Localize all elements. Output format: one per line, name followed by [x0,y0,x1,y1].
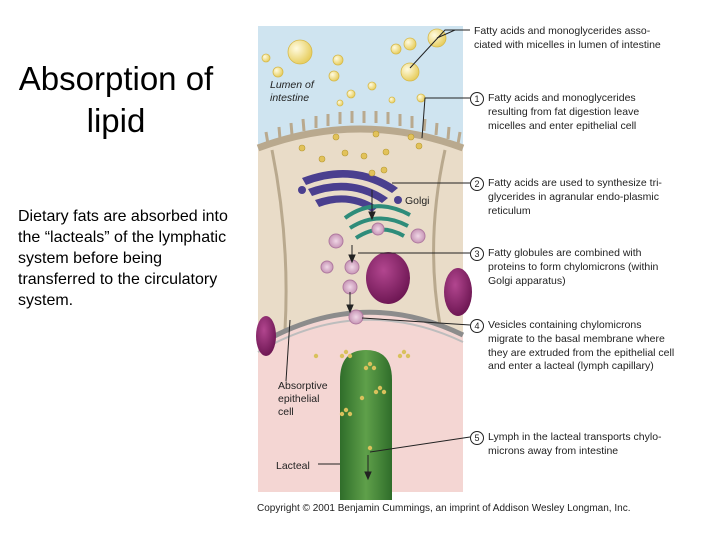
cell-border-left [270,149,288,331]
epithelial-label: Absorptive [278,380,328,392]
nucleus-icon [444,268,472,316]
lumen-label-2: intestine [270,92,309,104]
nucleus-icon [256,316,276,356]
step-number-badge: 4 [470,319,484,333]
step-number-badge: 1 [470,92,484,106]
step-2: 2 Fatty acids are used to synthesize tri-… [470,177,662,218]
step-line: Vesicles containing chylomicrons [488,319,642,331]
step-1: 1 Fatty acids and monoglycerides resultin… [470,92,639,133]
step-line: Fatty acids are used to synthesize tri- [488,177,662,189]
step-line: Fatty globules are combined with [488,247,642,259]
chylomicron-clusters-icon [313,349,411,451]
flow-arrows [346,190,376,481]
step-number-badge: 2 [470,177,484,191]
lacteal-icon [340,350,392,500]
step-line: Fatty acids and monoglycerides [488,92,636,104]
golgi-label: Golgi [405,195,430,207]
step-number-badge: 5 [470,431,484,445]
step-line: proteins to form chylomicrons (within [488,261,659,273]
step-line: reticulum [488,204,531,217]
top-note-line: Fatty acids and monoglycerides asso- [474,25,651,37]
microvilli [264,111,462,145]
step-line: glycerides in agranular endo-plasmic [488,191,660,203]
cytoplasm-droplets-icon [298,130,423,177]
epithelial-label-3: cell [278,406,294,418]
top-note: Fatty acids and monoglycerides asso- cia… [474,25,661,52]
slide-body-text: Dietary fats are absorbed into the “lact… [18,208,228,309]
step-line: Lymph in the lacteal transports chylo- [488,431,662,443]
step-line: resulting from fat digestion leave [488,106,640,118]
nucleus-icon [366,252,410,304]
step-line: micelles and enter epithelial cell [488,119,637,132]
step-line: they are extruded from the epithelial ce… [488,346,675,359]
step-line: Golgi apparatus) [488,274,566,287]
lacteal-label: Lacteal [276,460,310,472]
microvilli-border [256,125,465,152]
epithelial-label-2: epithelial [278,393,319,405]
step-3: 3 Fatty globules are combined with protei… [470,247,658,288]
step-line: and enter a lacteal (lymph capillary) [488,360,654,372]
cell-border-right [432,149,447,326]
lumen-label: Lumen of [270,79,315,91]
step-line: migrate to the basal membrane where [488,333,665,345]
copyright-notice: Copyright © 2001 Benjamin Cummings, an i… [257,503,631,514]
step-4: 4 Vesicles containing chylomicrons migrat… [470,319,674,374]
golgi-icon [298,170,402,212]
fat-droplets-icon [261,28,447,107]
vesicles-icon [320,222,426,325]
slide-title: Absorption of lipid [18,60,214,139]
step-number-badge: 3 [470,247,484,261]
step-line: microns away from intestine [488,445,619,457]
top-note-line: ciated with micelles in lumen of intesti… [474,38,661,51]
leader-lines [285,29,471,465]
